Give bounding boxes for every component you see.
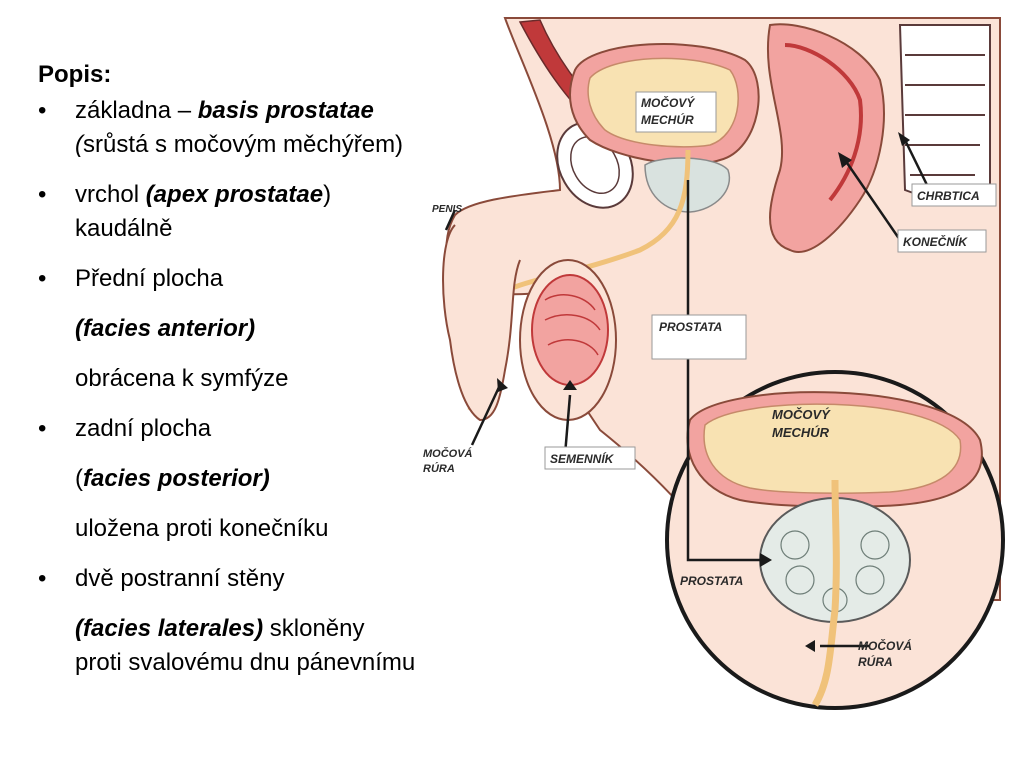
label-urethra-left-2: RÚRA [423,462,455,475]
slide-heading: Popis: [38,61,112,88]
label-urethra-left-1: MOČOVÁ [423,447,473,460]
spine [898,24,991,203]
lateral-suffix: skloněny [263,615,365,642]
anterior-term: (facies anterior) [75,315,256,342]
base-paren: ( [75,131,83,158]
anterior-term-line: (facies anterior) [38,312,598,346]
zoom-prostate-lobules [780,530,890,613]
posterior-desc-line: uložena proti konečníku [38,512,598,546]
anterior-label: Přední plocha [75,265,224,292]
anterior-desc: obrácena k symfýze [75,365,289,392]
label-bladder-zoom-2: MECHÚR [772,425,830,440]
rectum-inner [784,43,863,202]
label-rectum: KONEČNÍK [903,234,968,249]
bullet-apex: vrchol (apex prostatae) kaudálně [38,178,598,246]
posterior-term: facies posterior) [83,465,270,492]
rectum [766,23,885,253]
label-urethra-zoom-1: MOČOVÁ [858,638,912,653]
label-bladder-top-2: MECHÚR [641,112,694,127]
zoom-urethra [811,479,840,707]
bullet-posterior: zadní plocha [38,412,598,446]
bullet-anterior: Přední plocha [38,262,598,296]
zoom-bladder-lumen [703,403,962,494]
label-box-spine [911,183,997,207]
base-note: srůstá s močovým měchýřem) [83,131,404,158]
posterior-term-line: (facies posterior) [38,462,598,496]
label-urethra-zoom-2: RÚRA [858,654,893,669]
apex-prefix: vrchol [75,181,146,208]
label-box-prostata-top [651,314,747,360]
label-spine: CHRBTICA [917,189,980,203]
base-prefix: základna – [75,97,198,124]
anterior-desc-line: obrácena k symfýze [38,362,598,396]
lateral-term-line: (facies laterales) skloněny proti svalov… [38,612,598,680]
label-prostata-zoom: PROSTATA [680,574,743,588]
label-box-rectum [897,229,987,253]
lateral-label: dvě postranní stěny [75,565,285,592]
label-testis: SEMENNÍK [550,451,615,466]
base-term: basis prostatae [197,97,374,124]
posterior-label: zadní plocha [75,415,212,442]
slide-text: Popis: základna – basis prostatae (srůst… [38,58,598,680]
arrow-heads [497,132,910,652]
apex-term: (apex prostatae [145,181,324,208]
posterior-paren: ( [75,465,83,492]
label-box-testis [544,446,636,470]
label-bladder-top-1: MOČOVÝ [641,95,695,110]
label-prostata-top: PROSTATA [659,320,722,334]
base-note-line: (srůstá s močovým měchýřem) [75,128,598,162]
posterior-desc: uložena proti konečníku [75,515,329,542]
apex-paren: ) [323,181,332,208]
apex-line2: kaudálně [75,215,173,242]
label-box-bladder-top [635,91,717,133]
bullet-lateral: dvě postranní stěny [38,562,598,596]
lateral-term: (facies laterales) [75,615,264,642]
bullet-base: základna – basis prostatae (srůstá s moč… [38,94,598,162]
label-bladder-zoom-1: MOČOVÝ [772,407,831,422]
lateral-line2: proti svalovému dnu pánevnímu [75,649,416,676]
